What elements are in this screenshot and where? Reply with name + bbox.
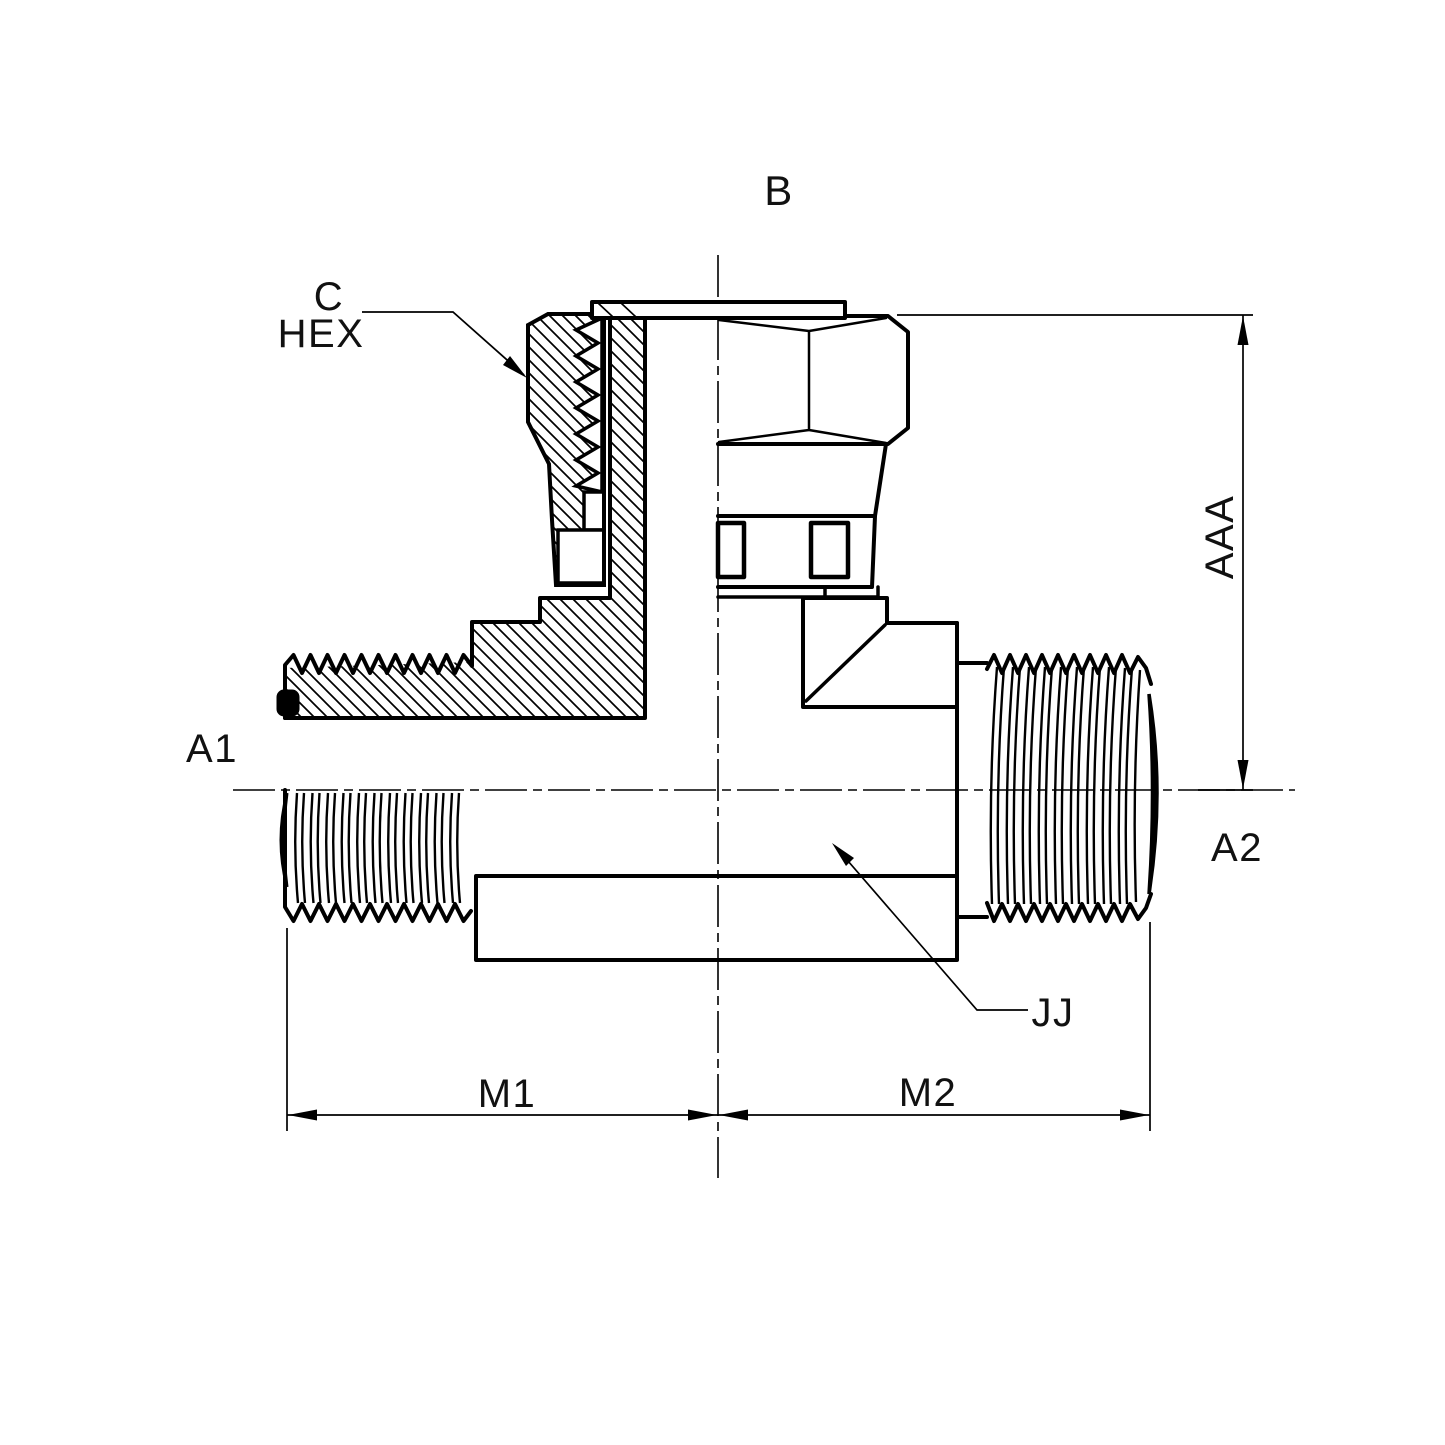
ring-wrench-slot-right	[808, 520, 851, 580]
right-port-thread-crests-bottom	[985, 892, 1153, 923]
ring-bottom-lip	[716, 585, 880, 599]
seals	[276, 689, 1159, 895]
nut-collar	[716, 442, 888, 518]
right-port-thread-flanks	[989, 666, 1142, 905]
hex-nut-outline	[716, 314, 910, 446]
label-a2: A2	[1211, 826, 1263, 870]
nut-nose-pocket	[556, 528, 606, 585]
left-port-seal-section	[276, 689, 300, 717]
left-port-thread-flanks	[294, 792, 462, 904]
label-a1: A1	[186, 727, 238, 771]
left-port-seal-external	[279, 792, 289, 888]
right-port-thread-crests-top	[985, 653, 1153, 686]
right-port-neck	[955, 661, 989, 919]
labels: B C HEX A1 A2 AAA JJ M1 M2	[186, 167, 1263, 1116]
nut-internal-thread-teeth	[571, 315, 604, 495]
aaa-arrow-down	[1237, 760, 1249, 789]
m2-arrow-left	[719, 1109, 748, 1121]
swivel-nut-outline	[526, 312, 606, 587]
label-aaa: AAA	[1198, 495, 1242, 580]
m1-arrow-right	[688, 1109, 717, 1121]
jj-leader-arrow	[832, 843, 854, 866]
leader-jj	[832, 843, 1028, 1011]
label-hex: HEX	[278, 312, 365, 356]
dimension-aaa	[897, 314, 1253, 791]
left-port-section-thread-crests	[283, 316, 612, 720]
m1-arrow-left	[288, 1109, 317, 1121]
body-top-right-boss	[801, 596, 959, 709]
aaa-arrow-up	[1237, 316, 1249, 345]
tee-body-outline	[283, 316, 1153, 962]
label-c: C	[314, 275, 344, 319]
right-port-seal-external	[1147, 693, 1159, 895]
swivel-ring	[716, 514, 877, 589]
leader-c-hex	[362, 311, 527, 378]
body-section-hatch	[285, 303, 645, 718]
label-jj: JJ	[1032, 991, 1075, 1035]
nut-thread-relief	[582, 490, 606, 532]
hex-nut-face-edges	[717, 316, 888, 445]
retaining-plate	[590, 300, 847, 320]
body-corner-chamfer	[804, 623, 887, 703]
dimension-m1-m2	[286, 922, 1151, 1131]
left-port-external-profile	[283, 788, 473, 923]
swivel-assembly	[590, 300, 910, 599]
top-port-stem-wall-and-bore-line	[283, 316, 647, 720]
label-b: B	[764, 167, 794, 214]
label-m1: M1	[478, 1072, 537, 1116]
ring-wrench-slot-left	[715, 520, 747, 580]
retaining-plate-section-ticks	[597, 302, 637, 318]
c-hex-leader-arrow	[503, 356, 527, 378]
body-block-outline	[474, 621, 959, 962]
label-m2: M2	[899, 1071, 958, 1115]
m2-arrow-right	[1120, 1109, 1149, 1121]
swivel-nut-internal-details	[556, 315, 606, 585]
